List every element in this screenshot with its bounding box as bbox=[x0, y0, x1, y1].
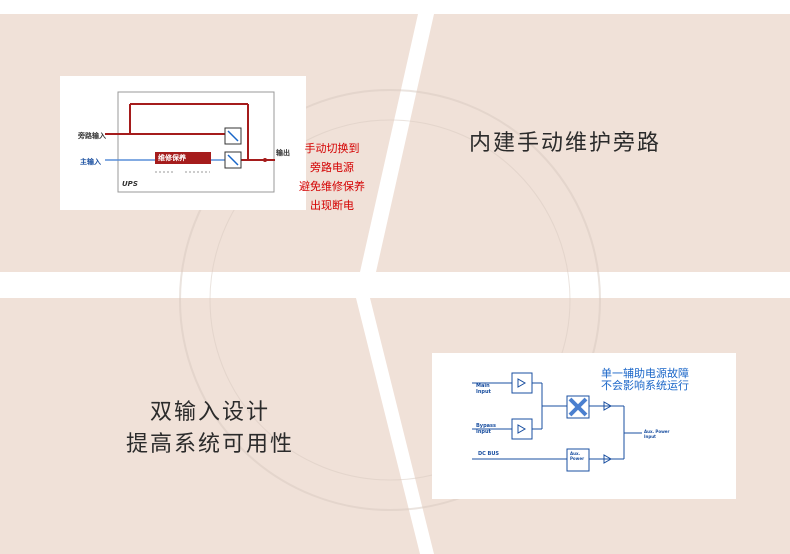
slogan-line: 提高系统可用性 bbox=[125, 432, 294, 457]
bypass-note-line: 旁路电源 bbox=[310, 161, 354, 174]
label-aux-main-input: Main Input bbox=[476, 383, 491, 395]
bypass-note-line: 手动切换到 bbox=[304, 142, 360, 155]
bypass-note-line: 出现断电 bbox=[310, 199, 354, 212]
slogan-dual-input: 双输入设计 提高系统可用性 bbox=[100, 397, 320, 461]
aux-note-line: 单一辅助电源故障 bbox=[601, 367, 689, 380]
label-ups: UPS bbox=[122, 180, 138, 188]
aux-power-diagram: Main Input Bypass Input DC BUS Aux. Powe… bbox=[432, 353, 736, 499]
label-aux-power-input: Aux. Power Input bbox=[644, 429, 670, 439]
aux-note-line: 不会影响系统运行 bbox=[601, 379, 689, 392]
label-aux-bypass-input: Bypass Input bbox=[476, 423, 496, 435]
label-main-input: 主输入 bbox=[80, 158, 101, 166]
label-maintenance-bypass: 维修保养 bbox=[158, 154, 186, 162]
bypass-note: 手动切换到 旁路电源 避免维修保养 出现断电 bbox=[284, 139, 380, 215]
ups-bypass-diagram: 旁路输入 主输入 维修保养 输出 UPS bbox=[60, 76, 306, 210]
label-dc-bus: DC BUS bbox=[478, 451, 500, 457]
bypass-note-line: 避免维修保养 bbox=[299, 180, 365, 193]
label-output: 输出 bbox=[276, 149, 290, 157]
label-bypass-input: 旁路输入 bbox=[78, 132, 106, 140]
slogan-line: 双输入设计 bbox=[149, 400, 270, 425]
aux-schematic bbox=[472, 372, 642, 472]
slogan-maintenance-bypass: 内建手动维护旁路 bbox=[468, 131, 661, 156]
ups-schematic bbox=[105, 91, 275, 193]
label-aux-power-box: Aux. Power bbox=[570, 451, 585, 461]
aux-note: 单一辅助电源故障 不会影响系统运行 bbox=[601, 368, 731, 392]
